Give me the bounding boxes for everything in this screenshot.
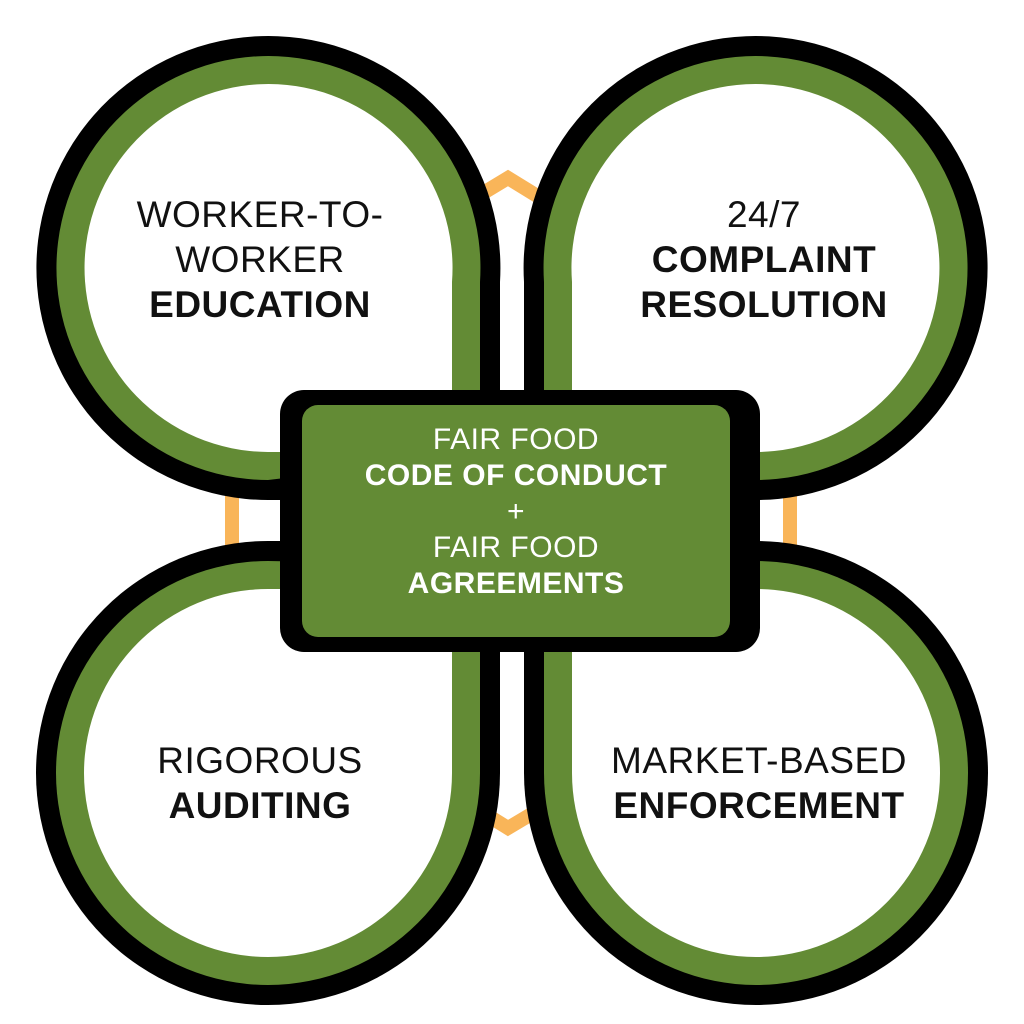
petal-top-left: [36, 36, 501, 501]
bottom-left-line-2: AUDITING: [168, 785, 352, 826]
petal-bottom-right-label: MARKET-BASED ENFORCEMENT: [594, 738, 924, 828]
bottom-left-line-1: RIGOROUS: [157, 740, 363, 781]
petal-bottom-left: [36, 541, 500, 1005]
petal-top-left-label: WORKER-TO- WORKER EDUCATION: [110, 192, 410, 327]
center-line-2: CODE OF CONDUCT: [364, 459, 668, 492]
top-right-line-1: 24/7: [726, 194, 801, 235]
top-right-line-3: RESOLUTION: [640, 284, 888, 325]
center-line-4: FAIR FOOD: [432, 531, 600, 564]
top-left-line-1: WORKER-TO-: [136, 194, 384, 235]
petal-bottom-right: [524, 541, 988, 1005]
center-box: [280, 390, 760, 652]
center-line-5: AGREEMENTS: [407, 567, 625, 600]
center-label: FAIR FOOD CODE OF CONDUCT + FAIR FOOD AG…: [302, 422, 730, 602]
petal-top-right: [523, 36, 988, 501]
center-line-1: FAIR FOOD: [432, 423, 600, 456]
top-left-line-3: EDUCATION: [149, 284, 371, 325]
bottom-right-line-1: MARKET-BASED: [611, 740, 907, 781]
top-left-line-2: WORKER: [175, 239, 345, 280]
center-line-3: +: [506, 495, 526, 528]
petal-top-right-label: 24/7 COMPLAINT RESOLUTION: [614, 192, 914, 327]
petal-bottom-left-label: RIGOROUS AUDITING: [110, 738, 410, 828]
top-right-line-2: COMPLAINT: [651, 239, 877, 280]
bottom-right-line-2: ENFORCEMENT: [613, 785, 905, 826]
